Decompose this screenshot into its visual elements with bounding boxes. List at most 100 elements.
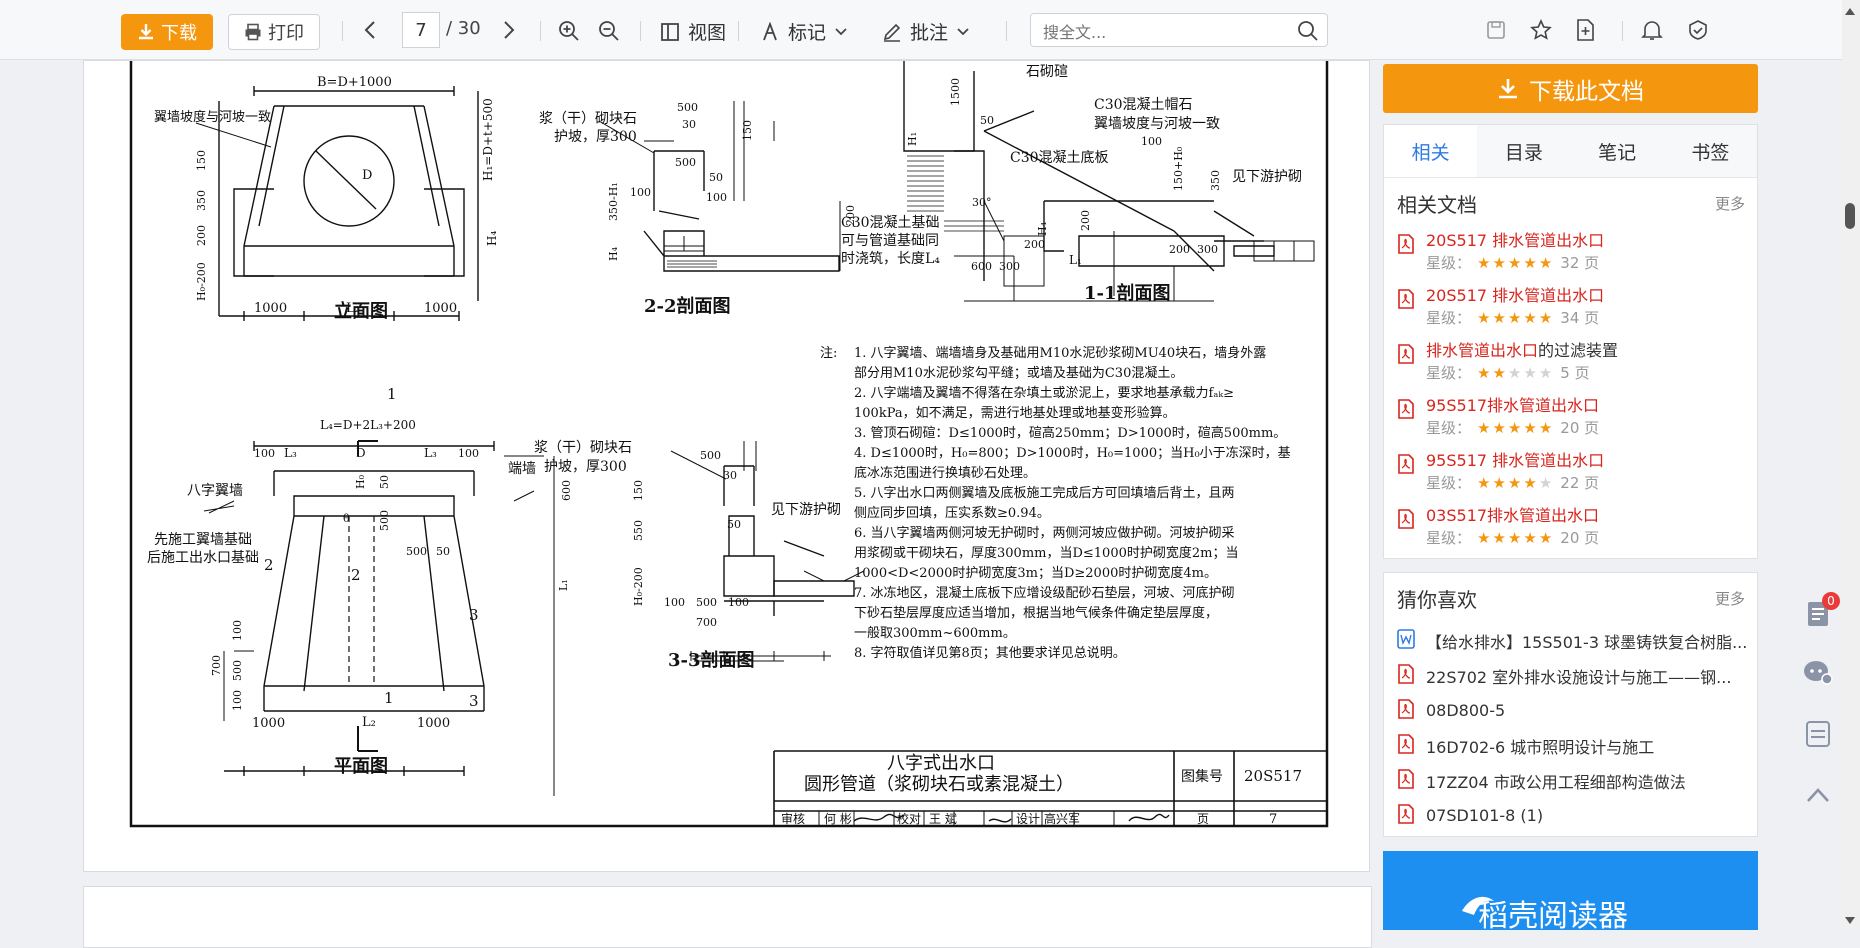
prev-page-button[interactable] <box>363 20 377 40</box>
star-icon: ★ <box>1507 364 1524 382</box>
guess-item-label[interactable]: 17ZZ04 市政公用工程细部构造做法 <box>1426 772 1686 792</box>
elevation-h1-label: H₁=D+t+500 <box>481 98 495 181</box>
plan-cut3: 3 <box>469 606 479 624</box>
chat-button[interactable] <box>1800 655 1836 691</box>
save-button[interactable] <box>1486 20 1506 40</box>
annotate-button[interactable]: 批注 <box>882 18 970 45</box>
related-item-title[interactable]: 95S517 排水管道出水口 <box>1426 451 1605 470</box>
search-icon[interactable] <box>1297 20 1319 42</box>
section11-dim-300b: 300 <box>999 260 1020 273</box>
star-label: 星级： <box>1426 529 1472 547</box>
related-item[interactable]: 20S517 排水管道出水口星级：★★★★★32 页 <box>1384 228 1757 283</box>
guess-more-link[interactable]: 更多 <box>1714 589 1745 608</box>
pdf-icon <box>1398 699 1414 719</box>
guess-item-label[interactable]: 【给水排水】15S501-3 球墨铸铁复合树脂... <box>1426 632 1748 652</box>
notes-label: 注: <box>820 346 837 361</box>
reader-banner[interactable]: 稻壳阅读器 <box>1383 851 1758 934</box>
guess-item[interactable]: 【给水排水】15S501-3 球墨铸铁复合树脂... <box>1384 623 1757 658</box>
page-count: 22 页 <box>1560 474 1600 492</box>
zoom-out-button[interactable] <box>598 20 620 42</box>
note-line: 侧应同步回填，压实系数≥0.94。 <box>854 505 1050 521</box>
star-icon: ★ <box>1538 254 1555 272</box>
related-more-link[interactable]: 更多 <box>1714 194 1745 213</box>
print-button[interactable]: 打印 <box>228 14 320 50</box>
notification-button[interactable] <box>1641 19 1663 41</box>
scrollbar-thumb[interactable] <box>1845 203 1855 229</box>
star-icon: ★ <box>1523 474 1539 492</box>
check-button[interactable] <box>1687 19 1709 41</box>
scroll-up-arrow-icon[interactable] <box>1844 6 1856 16</box>
note-line: 一般取300mm~600mm。 <box>854 625 1016 641</box>
section33-down-note: 见下游护砌 <box>771 502 841 518</box>
guess-item[interactable]: 17ZZ04 市政公用工程细部构造做法 <box>1384 763 1757 798</box>
star-icon: ★ <box>1477 474 1493 492</box>
guess-item[interactable]: 07SD101-8 (1) <box>1384 798 1757 833</box>
back-to-top-button[interactable] <box>1800 777 1836 813</box>
plan-dim-100c: 100 <box>231 620 244 641</box>
search-input[interactable] <box>1041 20 1285 44</box>
page-count: 32 页 <box>1560 254 1600 272</box>
star-icon: ★ <box>1477 309 1493 327</box>
guess-item[interactable]: 16D702-6 城市照明设计与施工 <box>1384 728 1757 763</box>
related-item[interactable]: 03S517排水管道出水口星级：★★★★★20 页 <box>1384 503 1757 558</box>
guess-item[interactable]: 22S702 室外排水设施设计与施工——钢... <box>1384 658 1757 693</box>
related-item[interactable]: 20S517 排水管道出水口星级：★★★★★34 页 <box>1384 283 1757 338</box>
tab-toc[interactable]: 目录 <box>1504 141 1543 164</box>
print-label: 打印 <box>268 23 304 44</box>
pdf-icon <box>1398 289 1414 309</box>
section11-cap-note: C30混凝土帽石 <box>1094 97 1193 113</box>
tab-notes[interactable]: 笔记 <box>1598 141 1637 164</box>
scrollbar[interactable] <box>1842 0 1860 930</box>
signature-mark <box>853 813 905 822</box>
related-item-title[interactable]: 20S517 排水管道出水口 <box>1426 286 1605 305</box>
section11-base-note: C30混凝土底板 <box>1010 150 1109 166</box>
chat-icon <box>1804 661 1833 685</box>
page-count: 5 页 <box>1560 364 1590 382</box>
view-button[interactable]: 视图 <box>660 18 726 45</box>
section11-dim-200a: 200 <box>1079 210 1092 231</box>
star-icon: ★ <box>1492 419 1508 437</box>
related-item[interactable]: 95S517 排水管道出水口星级：★★★★★22 页 <box>1384 448 1757 503</box>
star-icon <box>1530 19 1552 40</box>
pdf-icon <box>1398 234 1414 254</box>
zoom-in-button[interactable] <box>558 20 580 42</box>
download-button[interactable]: 下载 <box>121 14 213 50</box>
download-doc-button[interactable]: 下载此文档 <box>1383 64 1758 113</box>
related-item-title-rest[interactable]: 的过滤装置 <box>1538 341 1619 360</box>
next-page-button[interactable] <box>502 20 516 40</box>
elevation-dim-1000-right: 1000 <box>424 301 457 316</box>
related-item-title[interactable]: 95S517排水管道出水口 <box>1426 396 1600 415</box>
plan-end-wall-label: 端墙 <box>508 461 536 477</box>
guess-item-label[interactable]: 16D702-6 城市照明设计与施工 <box>1426 737 1655 757</box>
related-item[interactable]: 排水管道出水口的过滤装置星级：★★★★★5 页 <box>1384 338 1757 393</box>
search-box <box>1030 13 1328 47</box>
tab-related[interactable]: 相关 <box>1384 125 1478 177</box>
guess-item-label[interactable]: 22S702 室外排水设施设计与施工——钢... <box>1426 667 1732 687</box>
scroll-down-arrow-icon[interactable] <box>1844 916 1856 926</box>
titleblock-review-name: 何 彬 <box>824 812 852 826</box>
favorite-button[interactable] <box>1530 19 1552 41</box>
pdf-icon <box>1398 344 1414 364</box>
chevron-left-icon <box>364 21 375 39</box>
related-item[interactable]: 95S517排水管道出水口星级：★★★★★20 页 <box>1384 393 1757 448</box>
banner-text: 稻壳阅读器 <box>1478 899 1628 934</box>
note-line: 7. 冰冻地区，混凝土底板下应增设级配砂石垫层，河坡、河底护砌 <box>854 585 1235 601</box>
add-file-button[interactable] <box>1575 19 1595 41</box>
guess-item-label[interactable]: 08D800-5 <box>1426 701 1506 720</box>
note-line: 8. 字符取值详见第8页；其他要求详见总说明。 <box>854 645 1126 661</box>
mark-button[interactable]: 标记 <box>760 18 848 45</box>
related-item-title[interactable]: 03S517排水管道出水口 <box>1426 506 1600 525</box>
guess-item-label[interactable]: 07SD101-8 (1) <box>1426 806 1544 825</box>
related-item-title[interactable]: 排水管道出水口 <box>1426 341 1539 360</box>
app-button[interactable] <box>1800 716 1836 752</box>
related-item-title[interactable]: 20S517 排水管道出水口 <box>1426 231 1605 250</box>
doc-list-button[interactable] <box>1800 596 1836 632</box>
section22-dim-100b: 100 <box>706 191 727 204</box>
section11-h1: H₁ <box>906 132 919 146</box>
page-number-input[interactable]: 7 <box>402 12 440 48</box>
tab-bookmarks[interactable]: 书签 <box>1691 141 1730 164</box>
star-icon: ★ <box>1523 529 1539 547</box>
guess-item[interactable]: 08D800-5 <box>1384 693 1757 728</box>
elevation-dim-150: 150 <box>195 150 208 171</box>
section22-h1-label: 350-H₁ <box>607 182 620 221</box>
